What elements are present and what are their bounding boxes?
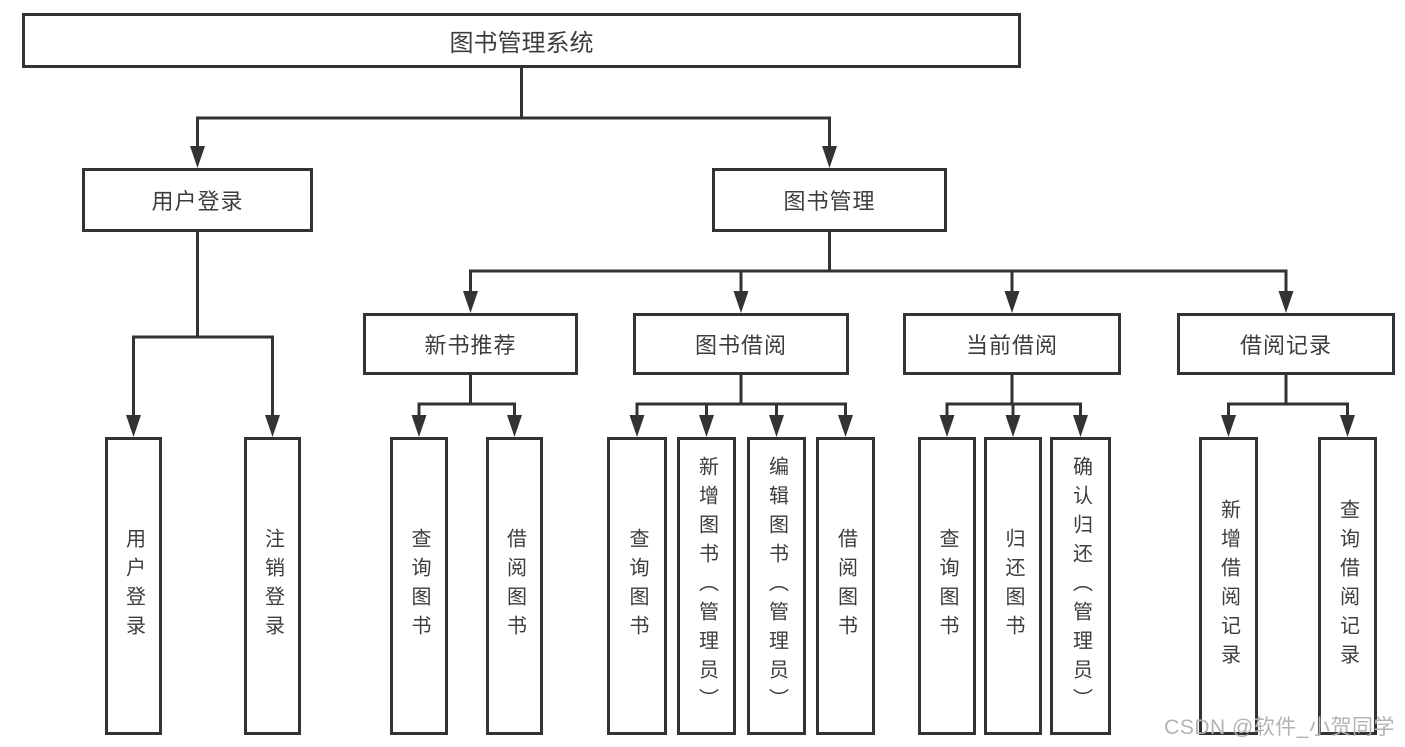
connector-borrowrecords-to-leaves xyxy=(1227,375,1349,417)
connector-bookborrow-to-leaves xyxy=(635,375,847,417)
node-borrowing-records: 借阅记录 xyxy=(1177,313,1395,375)
leaf-query-books-borrowing: 查询图书 xyxy=(607,437,667,735)
leaf-edit-books-admin: 编辑图书（管理员） xyxy=(747,437,806,735)
node-library-management-system: 图书管理系统 xyxy=(22,13,1021,68)
node-current-borrowing: 当前借阅 xyxy=(903,313,1121,375)
leaf-confirm-return-admin: 确认归还（管理员） xyxy=(1050,437,1111,735)
node-user-login: 用户登录 xyxy=(82,168,313,232)
node-new-book-recommend: 新书推荐 xyxy=(363,313,578,375)
leaf-borrow-books-borrowing: 借阅图书 xyxy=(816,437,875,735)
leaf-return-books: 归还图书 xyxy=(984,437,1042,735)
leaf-query-borrow-record: 查询借阅记录 xyxy=(1318,437,1377,735)
arrowheads xyxy=(126,146,1355,437)
connector-bookmgmt-to-level3 xyxy=(469,232,1288,292)
leaf-add-books-admin: 新增图书（管理员） xyxy=(677,437,736,735)
csdn-watermark: CSDN @软件_小贺同学 xyxy=(1164,716,1395,739)
leaf-query-books-current: 查询图书 xyxy=(918,437,976,735)
leaf-query-books-recommend: 查询图书 xyxy=(390,437,448,735)
leaf-borrow-books-recommend: 借阅图书 xyxy=(486,437,543,735)
connector-root-to-level2 xyxy=(196,68,831,147)
leaf-user-login: 用户登录 xyxy=(105,437,162,735)
leaf-logout-login: 注销登录 xyxy=(244,437,301,735)
leaf-add-borrow-record: 新增借阅记录 xyxy=(1199,437,1258,735)
connector-userlogin-to-leaves xyxy=(132,232,274,417)
node-book-management: 图书管理 xyxy=(712,168,947,232)
connector-currentborrow-to-leaves xyxy=(945,375,1082,417)
connector-newbookrec-to-leaves xyxy=(417,375,516,417)
node-book-borrowing: 图书借阅 xyxy=(633,313,849,375)
